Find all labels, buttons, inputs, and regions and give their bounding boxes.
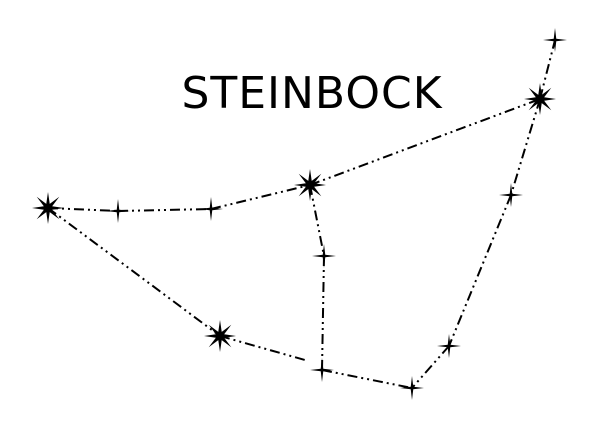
star-northeast-tip-icon — [543, 28, 567, 52]
line-west-middle-to-center — [210, 184, 311, 210]
constellation-lines — [47, 39, 556, 389]
star-south-icon — [310, 358, 334, 382]
star-southwest-icon — [204, 320, 236, 352]
line-east-to-east-lower — [448, 194, 512, 347]
star-east-lower-icon — [437, 334, 461, 358]
constellation-stars — [32, 28, 567, 400]
star-east-icon — [499, 183, 523, 207]
star-west-middle-icon — [199, 197, 223, 221]
line-west-to-southwest — [47, 207, 221, 337]
line-northeast-to-tip — [539, 39, 556, 100]
line-center-to-center-lower — [309, 184, 325, 257]
star-west-icon — [32, 192, 64, 224]
line-west-inner-to-west-middle — [117, 208, 212, 212]
line-south-to-southeast — [321, 369, 413, 389]
star-west-inner-icon — [106, 199, 130, 223]
line-center-to-northeast — [309, 98, 541, 186]
constellation-title: STEINBOCK — [181, 68, 442, 119]
line-west-to-west-inner — [47, 207, 119, 212]
line-center-lower-to-south — [321, 255, 325, 371]
line-east-lower-to-southeast — [411, 345, 450, 389]
line-northeast-to-east — [510, 98, 541, 196]
star-center-icon — [294, 169, 326, 201]
star-northeast-icon — [524, 83, 556, 115]
line-southwest-to-south — [219, 335, 306, 361]
star-southeast-icon — [400, 376, 424, 400]
star-center-lower-icon — [312, 244, 336, 268]
